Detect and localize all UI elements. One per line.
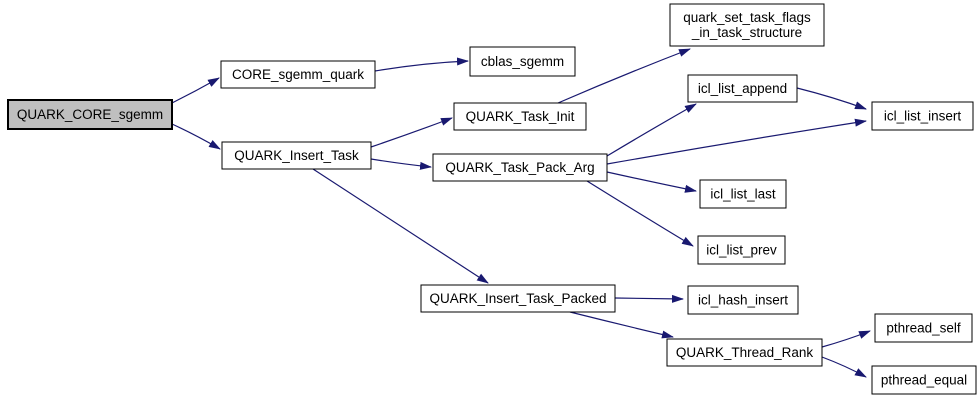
edge-QUARK_Task_Pack_Arg-to-icl_list_append — [606, 103, 697, 157]
node-icl_list_append[interactable]: icl_list_append — [687, 74, 798, 103]
edge-QUARK_Insert_Task-to-QUARK_Task_Pack_Arg — [370, 158, 432, 170]
node-pthread_equal[interactable]: pthread_equal — [871, 365, 977, 395]
node-pthread_self[interactable]: pthread_self — [874, 313, 973, 343]
edge-QUARK_Insert_Task-to-QUARK_Task_Init — [370, 117, 453, 148]
node-label: QUARK_CORE_sgemm — [17, 107, 163, 122]
node-label: QUARK_Insert_Task — [234, 148, 359, 163]
node-label: icl_hash_insert — [698, 293, 788, 308]
node-QUARK_Insert_Task_Packed[interactable]: QUARK_Insert_Task_Packed — [420, 284, 616, 313]
node-label: icl_list_last — [710, 187, 776, 202]
edge-CORE_sgemm_quark-to-cblas_sgemm — [374, 57, 469, 72]
edge-QUARK_Insert_Task_Packed-to-QUARK_Thread_Rank — [569, 311, 674, 339]
edge-QUARK_CORE_sgemm-to-CORE_sgemm_quark — [171, 77, 220, 104]
edge-QUARK_CORE_sgemm-to-QUARK_Insert_Task — [171, 123, 221, 150]
node-label: QUARK_Insert_Task_Packed — [429, 291, 606, 306]
node-label: pthread_self — [886, 321, 961, 336]
node-label: QUARK_Thread_Rank — [676, 345, 814, 360]
node-QUARK_Task_Init[interactable]: QUARK_Task_Init — [453, 102, 587, 131]
edge-QUARK_Thread_Rank-to-pthread_self — [821, 330, 871, 348]
node-quark_set_task_flags_in_task_structure[interactable]: quark_set_task_flags_in_task_structure — [669, 3, 825, 47]
edge-QUARK_Thread_Rank-to-pthread_equal — [821, 356, 867, 378]
edge-icl_list_append-to-icl_list_insert — [796, 87, 867, 110]
node-label: quark_set_task_flags_in_task_structure — [683, 10, 811, 40]
node-label: QUARK_Task_Init — [466, 109, 575, 124]
edge-QUARK_Task_Pack_Arg-to-icl_list_prev — [586, 180, 694, 247]
node-QUARK_Thread_Rank[interactable]: QUARK_Thread_Rank — [666, 338, 823, 367]
node-icl_hash_insert[interactable]: icl_hash_insert — [687, 285, 799, 315]
node-CORE_sgemm_quark[interactable]: CORE_sgemm_quark — [220, 60, 376, 89]
node-icl_list_prev[interactable]: icl_list_prev — [697, 235, 786, 265]
node-label: CORE_sgemm_quark — [232, 67, 364, 82]
node-QUARK_Insert_Task[interactable]: QUARK_Insert_Task — [221, 141, 372, 170]
node-label: icl_list_prev — [706, 243, 777, 258]
node-QUARK_CORE_sgemm: QUARK_CORE_sgemm — [7, 99, 173, 130]
edge-QUARK_Task_Pack_Arg-to-icl_list_insert — [606, 118, 867, 165]
node-label: cblas_sgemm — [481, 54, 564, 69]
node-icl_list_last[interactable]: icl_list_last — [699, 179, 787, 209]
edge-QUARK_Insert_Task_Packed-to-icl_hash_insert — [614, 294, 684, 303]
node-label: QUARK_Task_Pack_Arg — [445, 160, 594, 175]
node-icl_list_insert[interactable]: icl_list_insert — [871, 101, 974, 131]
node-cblas_sgemm[interactable]: cblas_sgemm — [469, 46, 576, 77]
edge-QUARK_Insert_Task-to-QUARK_Insert_Task_Packed — [312, 168, 489, 284]
node-label: pthread_equal — [881, 373, 967, 388]
edge-QUARK_Task_Pack_Arg-to-icl_list_last — [606, 171, 697, 193]
edge-QUARK_Task_Init-to-quark_set_task_flags_in_task_structure — [557, 48, 691, 104]
node-label: icl_list_insert — [884, 109, 962, 124]
node-label: icl_list_append — [698, 81, 787, 96]
node-QUARK_Task_Pack_Arg[interactable]: QUARK_Task_Pack_Arg — [432, 153, 608, 182]
